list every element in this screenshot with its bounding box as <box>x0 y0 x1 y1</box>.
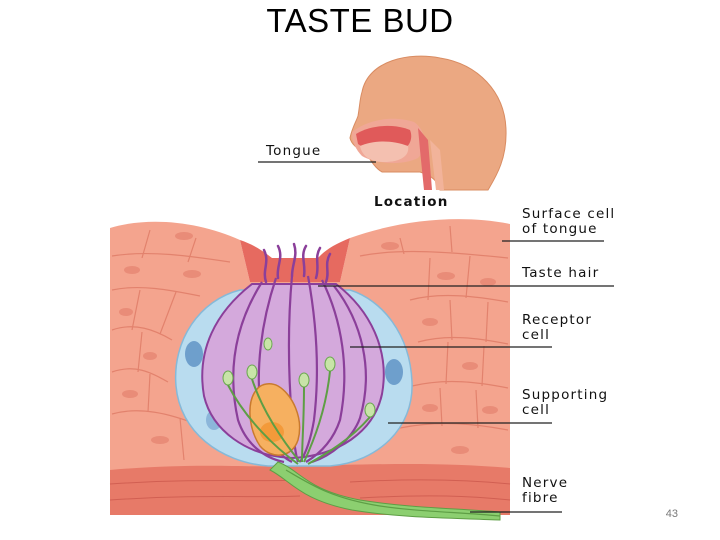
taste-hair-label: Taste hair <box>522 265 600 281</box>
surface-cell-label-line1: Surface cell <box>522 206 616 222</box>
receptor-cell-label: Receptor cell <box>522 313 592 343</box>
supporting-cell-label-line1: Supporting <box>522 387 609 403</box>
location-label: Location <box>374 194 449 210</box>
slide-title: TASTE BUD <box>266 2 454 39</box>
head-illustration <box>349 55 507 191</box>
taste-bud <box>174 242 413 467</box>
receptor-cell-label-line2: cell <box>522 327 551 343</box>
nerve-fibre-label-line1: Nerve <box>522 475 569 491</box>
nerve-fibre-label-line2: fibre <box>522 490 559 506</box>
surface-cell-label-line2: of tongue <box>522 221 598 237</box>
page-number: 43 <box>665 508 678 520</box>
supporting-cell-label: Supporting cell <box>522 388 608 418</box>
supporting-cell-label-line2: cell <box>522 402 551 418</box>
nerve-fibre <box>269 461 501 521</box>
tongue-label: Tongue <box>266 143 322 159</box>
surface-cell-label: Surface cell of tongue <box>522 207 615 237</box>
receptor-cell-label-line1: Receptor <box>522 312 593 328</box>
nerve-fibre-label: Nerve fibre <box>522 476 568 506</box>
